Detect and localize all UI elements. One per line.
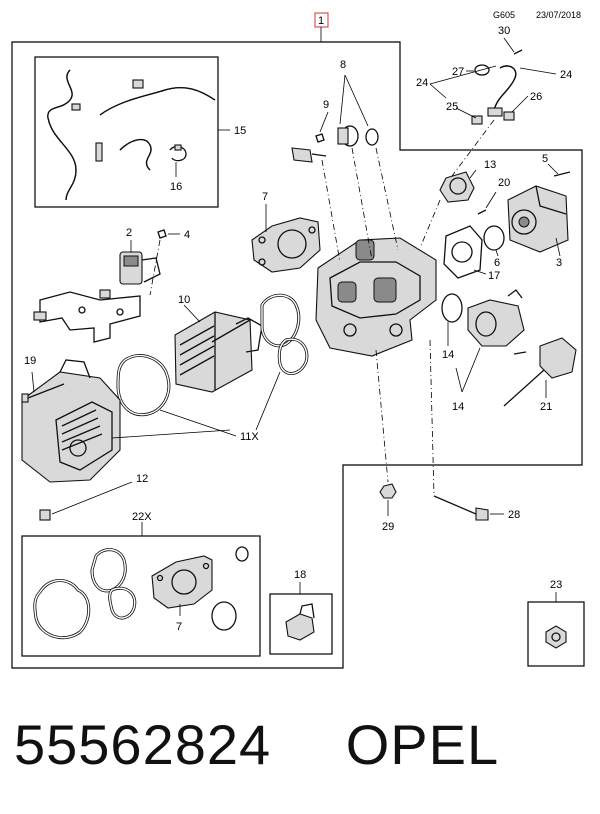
callout-24-left: 24 xyxy=(416,77,428,89)
hose-kit-box xyxy=(34,56,219,208)
callout-5: 5 xyxy=(542,153,548,165)
bolt-28 xyxy=(433,495,489,521)
o-ring-27 xyxy=(474,64,490,76)
egr-housing xyxy=(315,237,437,357)
exploded-parts-diagram: G605 23/07/2018 1 15 16 2 4 xyxy=(11,10,585,669)
callout-8: 8 xyxy=(340,59,346,71)
callout-30: 30 xyxy=(498,25,510,37)
clip-12 xyxy=(39,509,51,521)
assembly-callout-box xyxy=(314,12,329,28)
gasket-kit-box xyxy=(21,535,261,657)
callout-15: 15 xyxy=(234,125,246,137)
callout-19: 19 xyxy=(24,355,36,367)
callout-3: 3 xyxy=(556,257,562,269)
nut-23 xyxy=(545,625,567,649)
hose-clip-16 xyxy=(169,144,187,162)
bolt-19 xyxy=(21,383,65,403)
gasket-kit-22x xyxy=(33,546,249,640)
gasket-7-upper xyxy=(251,217,321,273)
callout-24-right: 24 xyxy=(560,69,572,81)
callout-20: 20 xyxy=(498,177,510,189)
callout-6: 6 xyxy=(494,257,500,269)
callout-2: 2 xyxy=(126,227,132,239)
valve-3 xyxy=(507,185,569,253)
bolt-14 xyxy=(513,351,527,355)
callout-14-lower: 14 xyxy=(452,401,464,413)
actuator-21 xyxy=(503,337,577,407)
callout-13: 13 xyxy=(484,159,496,171)
assembly-frame xyxy=(11,41,583,669)
callout-10: 10 xyxy=(178,294,190,306)
brand-name: OPEL xyxy=(345,713,500,776)
connector-13 xyxy=(439,171,475,203)
o-ring-14 xyxy=(441,293,463,323)
callout-7-upper: 7 xyxy=(262,191,268,203)
callout-14-upper: 14 xyxy=(442,349,454,361)
bolt-30 xyxy=(513,49,523,55)
callout-17: 17 xyxy=(488,270,500,282)
callout-12: 12 xyxy=(136,473,148,485)
callout-21: 21 xyxy=(540,401,552,413)
gasket-17 xyxy=(443,225,483,279)
egr-valve-12 xyxy=(21,359,121,483)
callout-28: 28 xyxy=(508,509,520,521)
bolt-9 xyxy=(315,133,325,143)
callout-11x: 11X xyxy=(240,431,259,443)
callout-25: 25 xyxy=(446,101,458,113)
part-number: 55562824 xyxy=(14,713,272,776)
callout-1: 1 xyxy=(318,15,324,27)
egr-cooler-10 xyxy=(174,311,263,393)
seal-set-8 xyxy=(337,125,379,147)
callout-27: 27 xyxy=(452,66,464,78)
o-ring-6 xyxy=(483,225,505,251)
callout-29: 29 xyxy=(382,521,394,533)
elbow-14 xyxy=(467,289,525,347)
callout-22x: 22X xyxy=(132,511,152,523)
pipe-assembly-24 xyxy=(471,65,517,125)
callout-23: 23 xyxy=(550,579,562,591)
bracket xyxy=(33,289,141,343)
diagram-code: G605 xyxy=(493,10,515,20)
actuator-2 xyxy=(119,251,161,285)
callout-9: 9 xyxy=(323,99,329,111)
nut-29 xyxy=(379,483,397,499)
footer: 55562824 OPEL xyxy=(14,712,594,792)
diagram-date: 23/07/2018 xyxy=(536,10,581,20)
gasket-11x-b xyxy=(260,293,309,375)
hose-kit-15 xyxy=(47,69,216,201)
bolt-20 xyxy=(477,209,487,215)
callout-18: 18 xyxy=(294,569,306,581)
bolt-5 xyxy=(553,171,571,177)
callout-26: 26 xyxy=(530,91,542,103)
fitting-box xyxy=(269,593,333,655)
fitting-18 xyxy=(285,603,315,641)
sensor-9 xyxy=(291,147,327,163)
gasket-11x-a xyxy=(116,354,171,417)
callout-16: 16 xyxy=(170,181,182,193)
callout-7-lower: 7 xyxy=(176,621,182,633)
callout-4: 4 xyxy=(184,229,190,241)
bolt-4 xyxy=(157,229,167,239)
